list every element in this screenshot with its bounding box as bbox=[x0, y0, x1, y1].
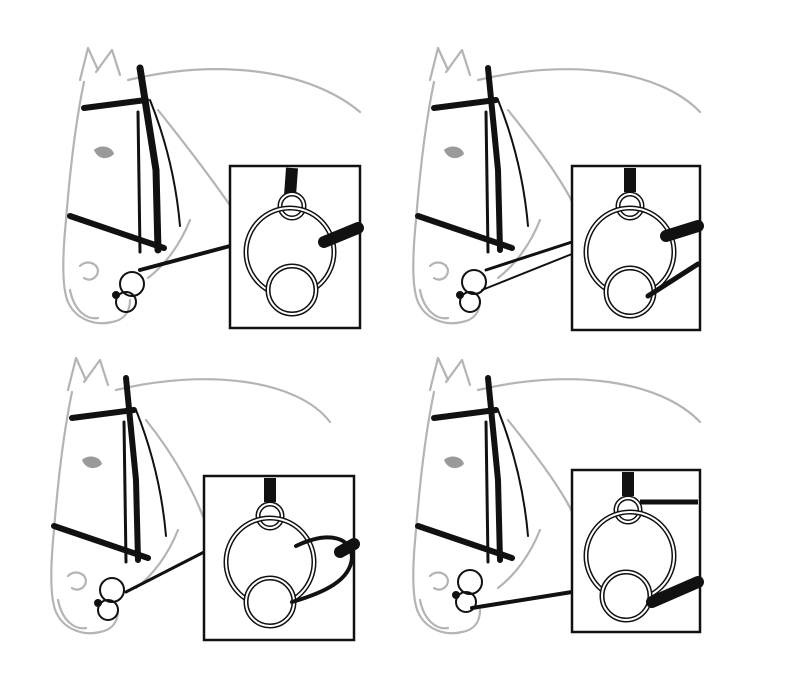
rein-line-lower bbox=[481, 253, 573, 291]
bridle-panel-3-svg bbox=[50, 356, 360, 642]
bridle-leather bbox=[415, 65, 574, 291]
horse-eye bbox=[444, 456, 464, 469]
inset-rein-upper bbox=[660, 220, 704, 242]
noseband-strap bbox=[415, 213, 515, 251]
bridle-panel-4-svg bbox=[412, 356, 704, 635]
bridle-panel-3 bbox=[30, 330, 370, 650]
detail-inset bbox=[570, 468, 704, 634]
horse-head-outline bbox=[412, 356, 702, 635]
throatlatch-strap bbox=[497, 409, 529, 537]
inset-strap-top bbox=[284, 167, 298, 197]
inset-rein-end bbox=[334, 538, 360, 558]
horse-eye bbox=[94, 146, 114, 159]
throatlatch-strap bbox=[149, 99, 181, 227]
noseband-strap bbox=[67, 213, 167, 251]
inset-rein-loop bbox=[290, 535, 355, 604]
browband-strap bbox=[431, 97, 499, 111]
rein-line-upper bbox=[484, 240, 574, 272]
detail-inset bbox=[228, 164, 364, 330]
inset-keeper-ring-inner bbox=[279, 193, 305, 219]
headpiece-strap bbox=[123, 375, 141, 563]
inset-small-ring-inner bbox=[267, 265, 317, 315]
horse-eye bbox=[444, 146, 464, 159]
rein-line bbox=[138, 244, 232, 272]
throatlatch-strap bbox=[497, 99, 529, 227]
horse-head-outline bbox=[62, 46, 362, 325]
inset-keeper-ring-inner bbox=[617, 193, 643, 219]
detail-inset bbox=[202, 474, 360, 642]
bit-rings bbox=[112, 271, 145, 313]
cheekpiece-strap bbox=[136, 110, 142, 254]
bit-rings bbox=[456, 269, 487, 313]
bridle-leather bbox=[67, 64, 232, 272]
bridle-leather bbox=[415, 375, 574, 610]
detail-inset bbox=[570, 164, 704, 332]
horse-eye bbox=[82, 456, 102, 469]
headpiece-strap bbox=[485, 375, 503, 563]
noseband-strap bbox=[415, 523, 515, 561]
bit-rings bbox=[94, 577, 125, 621]
bridle-leather bbox=[51, 375, 210, 594]
headpiece-strap bbox=[485, 65, 503, 253]
bridle-panel-4 bbox=[400, 330, 740, 650]
bridle-panel-1 bbox=[40, 20, 380, 340]
browband-strap bbox=[69, 407, 137, 421]
noseband-strap bbox=[51, 523, 151, 561]
bridle-panel-2-svg bbox=[412, 46, 704, 332]
rein-line bbox=[470, 590, 574, 610]
inset-keeper-ring-inner bbox=[615, 497, 641, 523]
rein-line bbox=[124, 548, 210, 594]
throatlatch-strap bbox=[135, 409, 167, 537]
browband-strap bbox=[431, 407, 499, 421]
inset-rein bbox=[318, 222, 364, 248]
cheekpiece-strap bbox=[484, 420, 490, 564]
inset-small-ring-inner bbox=[601, 571, 651, 621]
bit-rings bbox=[452, 569, 483, 613]
inset-rein bbox=[646, 576, 704, 608]
cheekpiece-strap bbox=[484, 110, 490, 254]
bridle-panel-2 bbox=[400, 20, 740, 340]
bridle-panel-1-svg bbox=[62, 46, 364, 330]
browband-strap bbox=[81, 97, 149, 111]
cheekpiece-strap bbox=[122, 420, 128, 564]
inset-keeper-ring-inner bbox=[257, 503, 283, 529]
inset-rein-lower bbox=[645, 261, 701, 299]
horse-head-outline bbox=[412, 46, 702, 325]
headpiece-strap bbox=[136, 64, 162, 254]
